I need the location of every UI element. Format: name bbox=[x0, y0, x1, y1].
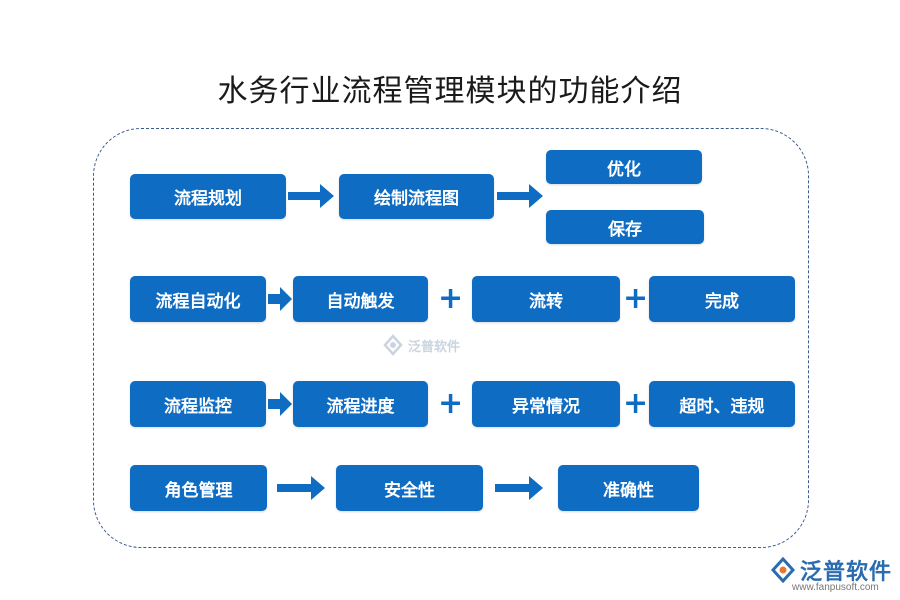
brand-url: www.fanpusoft.com bbox=[792, 582, 879, 593]
node-chaoshi-weigui: 超时、违规 bbox=[649, 381, 795, 427]
arrow-right-icon bbox=[268, 392, 292, 416]
node-zhunquexing: 准确性 bbox=[558, 465, 699, 511]
node-liucheng-jiankong: 流程监控 bbox=[130, 381, 266, 427]
dashed-frame bbox=[93, 128, 809, 548]
node-wancheng: 完成 bbox=[649, 276, 795, 322]
diagram-title: 水务行业流程管理模块的功能介绍 bbox=[217, 74, 683, 109]
watermark-text: 泛普软件 bbox=[408, 339, 461, 355]
node-baocun: 保存 bbox=[546, 210, 704, 244]
brand-name: 泛普软件 bbox=[800, 560, 893, 585]
node-huizhi-liuchengtu: 绘制流程图 bbox=[339, 174, 494, 219]
node-juese-guanli: 角色管理 bbox=[130, 465, 267, 511]
node-anquanxing: 安全性 bbox=[336, 465, 483, 511]
watermark: 泛普软件 bbox=[382, 334, 460, 356]
node-liuzhuan: 流转 bbox=[472, 276, 620, 322]
brand-logo: 泛普软件 bbox=[770, 554, 892, 586]
node-liucheng-guihua: 流程规划 bbox=[130, 174, 286, 219]
fanpu-logo-icon bbox=[383, 334, 403, 356]
arrow-right-icon bbox=[497, 184, 543, 208]
node-liucheng-zidonghua: 流程自动化 bbox=[130, 276, 266, 322]
arrow-right-icon bbox=[277, 476, 325, 500]
plus-icon: + bbox=[623, 281, 649, 316]
arrow-right-icon bbox=[495, 476, 543, 500]
plus-icon: + bbox=[438, 386, 464, 421]
arrow-right-icon bbox=[288, 184, 334, 208]
node-liucheng-jindu: 流程进度 bbox=[293, 381, 428, 427]
arrow-right-icon bbox=[268, 287, 292, 311]
node-youhua: 优化 bbox=[546, 150, 702, 184]
node-zidong-chufa: 自动触发 bbox=[293, 276, 428, 322]
fanpu-logo-icon bbox=[770, 557, 796, 583]
plus-icon: + bbox=[623, 386, 649, 421]
node-yichang-qingkuang: 异常情况 bbox=[472, 381, 620, 427]
plus-icon: + bbox=[438, 281, 464, 316]
